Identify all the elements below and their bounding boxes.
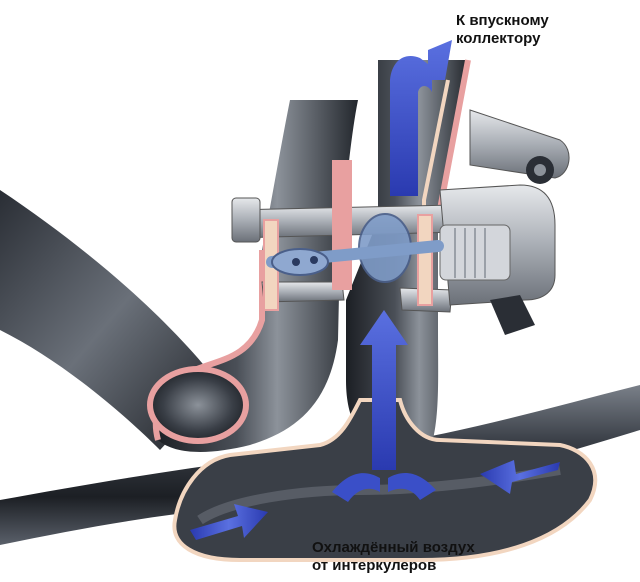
intake-manifold-label-line-1: К впускному (456, 12, 549, 30)
actuator-motor-icon (440, 110, 569, 335)
intercooler-air-label: Охлаждённый воздух от интеркулеров (312, 539, 475, 575)
cut-section-right (418, 215, 432, 305)
intake-manifold-label: К впускному коллектору (456, 12, 549, 48)
clamp-bolt (232, 198, 260, 242)
intercooler-air-label-line-2: от интеркулеров (312, 557, 475, 575)
cut-section-center (332, 160, 352, 290)
intercooler-air-label-line-1: Охлаждённый воздух (312, 539, 475, 557)
intake-manifold-label-line-2: коллектору (456, 30, 549, 48)
left-elbow-opening (150, 369, 246, 441)
